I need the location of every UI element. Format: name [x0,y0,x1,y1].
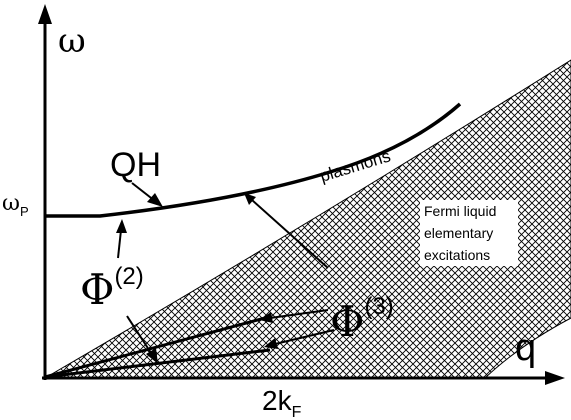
phi3-superscript: (3) [364,293,393,320]
fermi-label-line-2: elementary [424,225,493,241]
two-kf-main: 2k [262,385,293,416]
x-axis-label: q [515,327,536,369]
two-kf-tick: 2kF [262,385,302,420]
particle-hole-continuum [43,59,571,379]
phi2-superscript: (2) [114,263,143,290]
omega-p-tick: ωP [2,191,29,219]
pointer-arrows [116,182,335,364]
low-energy-line-upper [44,316,266,379]
omega-p-subscript: P [20,204,29,219]
plasmon-curve [45,102,462,218]
x-axis-arrowhead [545,371,565,385]
fermi-label-line-3: excitations [424,247,490,263]
omega-p-main: ω [2,191,20,216]
fermi-label-line-1: Fermi liquid [424,203,496,219]
fermi-label-background [420,200,518,266]
y-axis-label: ω [58,21,86,61]
phi2-label: Φ(2) [80,263,144,314]
y-axis-arrowhead [38,4,52,24]
phi2-main: Φ [80,265,114,314]
phi3-main: Φ [330,297,364,346]
qh-label: QH [110,146,161,184]
phi3-label: Φ(3) [330,293,394,346]
two-kf-subscript: F [292,404,302,420]
